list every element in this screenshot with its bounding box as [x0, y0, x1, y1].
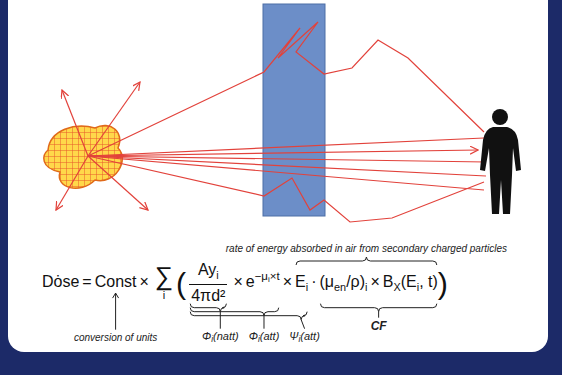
formula-symbol: × [230, 273, 245, 290]
formula-symbol: ∑ [155, 264, 173, 290]
formula-symbol: , t) [419, 273, 438, 290]
formula-symbol: /ρ) [346, 273, 365, 290]
brace-label: CF [371, 319, 387, 333]
formula-symbol: i [268, 275, 270, 284]
term-label: i [211, 335, 213, 344]
summation: ∑i [155, 264, 173, 301]
brace-leader [263, 316, 264, 329]
formula-symbol: Dȯse [42, 273, 79, 290]
formula-symbol: −μ [255, 270, 268, 282]
term-label: (natt) [213, 330, 239, 342]
formula-symbol: × [367, 273, 382, 290]
brace-label: Φi(att) [249, 330, 280, 345]
brace [190, 308, 278, 316]
leader-arrow [115, 293, 116, 330]
formula-symbol: i [417, 281, 419, 293]
term-label: (att) [260, 330, 280, 342]
formula-symbol: Ay [198, 261, 216, 278]
formula-symbol: × [280, 273, 295, 290]
brace-leader [301, 320, 304, 329]
term-label: CF [371, 319, 387, 333]
formula-symbol: B [383, 273, 394, 290]
formula-symbol: ( [176, 266, 186, 300]
formula-symbol: X [393, 281, 400, 293]
brace [190, 304, 226, 312]
term-label: Φ [202, 330, 211, 342]
formula-symbol: (μ [319, 273, 334, 290]
brace-note: rate of energy absorbed in air from seco… [226, 243, 507, 255]
brace [190, 312, 307, 320]
arrow-head [113, 293, 119, 298]
formula-symbol: 4πd² [191, 287, 225, 304]
formula-symbol: ) [438, 266, 448, 300]
formula-symbol: = [79, 273, 94, 290]
exponent: −μi×t [255, 270, 280, 282]
formula-symbol: E [295, 273, 306, 290]
term-label: i [258, 335, 260, 344]
formula-symbol: ×t [270, 270, 280, 282]
formula-symbol: (E [401, 273, 417, 290]
brace-label: Ψi(att) [289, 330, 320, 345]
dose-formula: Dȯse=Const×∑i(Ayi4πd²×e−μi×t×Ei·(μen/ρ)i… [42, 262, 448, 304]
radiation-rays [56, 22, 486, 222]
formula-symbol: i [216, 269, 218, 281]
term-label: i [298, 335, 300, 344]
brace [320, 304, 436, 312]
term-label: (att) [300, 330, 320, 342]
term-label: Ψ [289, 330, 298, 342]
numerator: Ayi [189, 262, 227, 285]
formula-symbol: e [246, 273, 255, 290]
formula-symbol: · [308, 273, 319, 290]
formula-symbol: i [365, 281, 367, 293]
brace-leader [220, 312, 221, 329]
brace-label: Φi(natt) [202, 330, 239, 345]
formula-symbol: i [155, 290, 173, 301]
formula-symbol: × [137, 273, 152, 290]
term-label: Φ [249, 330, 258, 342]
formula-symbol: Const [95, 273, 137, 290]
fraction: Ayi 4πd² [189, 262, 227, 304]
brace [296, 257, 437, 265]
formula-symbol: en [334, 281, 346, 293]
formula-symbol: i [306, 281, 308, 293]
units-note: conversion of units [74, 332, 157, 344]
denominator: 4πd² [189, 285, 227, 304]
brace-leader [378, 312, 379, 318]
person-silhouette [480, 109, 521, 214]
